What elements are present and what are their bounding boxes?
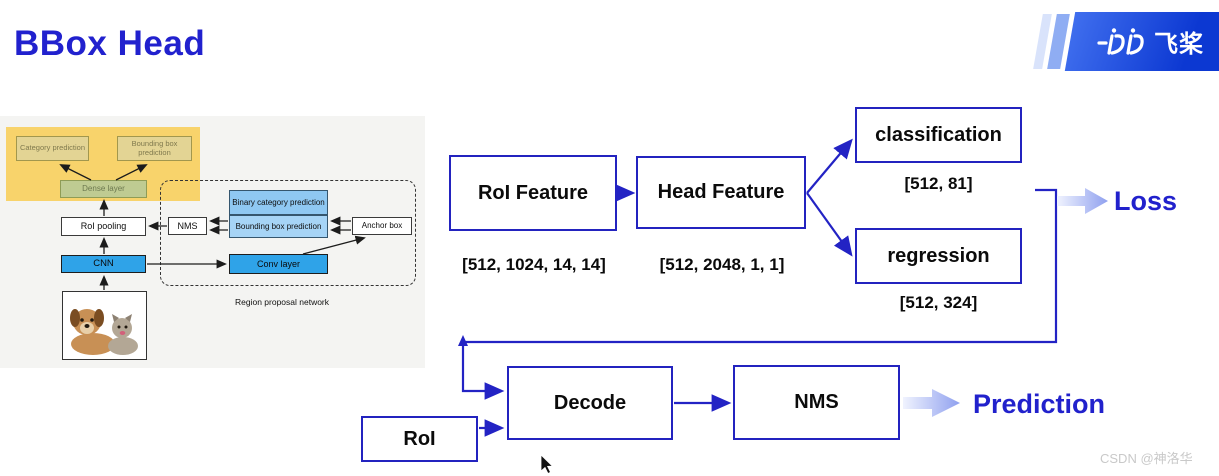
dog-cat-illustration [70, 309, 138, 355]
decode-box: Decode [507, 366, 673, 440]
roi-feature-box: RoI Feature [449, 155, 617, 231]
rpn-caption: Region proposal network [234, 297, 330, 307]
page-title: BBox Head [14, 24, 206, 63]
mini-binary-category-prediction-box: Binary category prediction [229, 190, 328, 215]
mini-conv-layer-box: Conv layer [229, 254, 328, 274]
head-feature-box: Head Feature [636, 156, 806, 229]
nms-box: NMS [733, 365, 900, 440]
mini-bounding-box-prediction-box: Bounding box prediction [229, 215, 328, 238]
mini-diagram-panel: Category prediction Bounding box predict… [0, 116, 425, 368]
mini-anchor-box-box: Anchor box [352, 217, 412, 235]
mini-cnn-box: CNN [61, 255, 146, 273]
up-arrowhead [458, 335, 468, 346]
regression-box: regression [855, 228, 1022, 284]
input-image-dog-cat [62, 291, 147, 360]
roi-feature-shape: [512, 1024, 14, 14] [462, 255, 606, 274]
logo-banner: 飞桨 [1064, 12, 1219, 71]
paddlepaddle-logo: 飞桨 [1020, 10, 1219, 74]
loss-label: Loss [1114, 186, 1178, 216]
watermark: CSDN @神洛华 [1100, 451, 1193, 466]
logo-text: 飞桨 [1153, 31, 1204, 58]
classification-shape: [512, 81] [904, 174, 973, 193]
mini-bounding-box-prediction-top-box: Bounding box prediction [117, 136, 192, 161]
head-feature-shape: [512, 2048, 1, 1] [659, 255, 785, 274]
mini-dense-layer-box: Dense layer [60, 180, 147, 198]
classification-box: classification [855, 107, 1022, 163]
regression-shape: [512, 324] [899, 293, 978, 312]
mini-roi-pooling-box: RoI pooling [61, 217, 146, 236]
prediction-label: Prediction [973, 389, 1106, 419]
paddlepaddle-monogram-icon [1096, 27, 1144, 55]
rpn-dashed-boundary [160, 180, 416, 286]
mini-category-prediction-box: Category prediction [16, 136, 89, 161]
loss-gradient-arrow [1057, 188, 1108, 214]
mouse-cursor-icon [540, 455, 554, 475]
roi-box: RoI [361, 416, 478, 462]
prediction-gradient-arrow [903, 389, 960, 417]
mini-nms-box: NMS [168, 217, 207, 235]
